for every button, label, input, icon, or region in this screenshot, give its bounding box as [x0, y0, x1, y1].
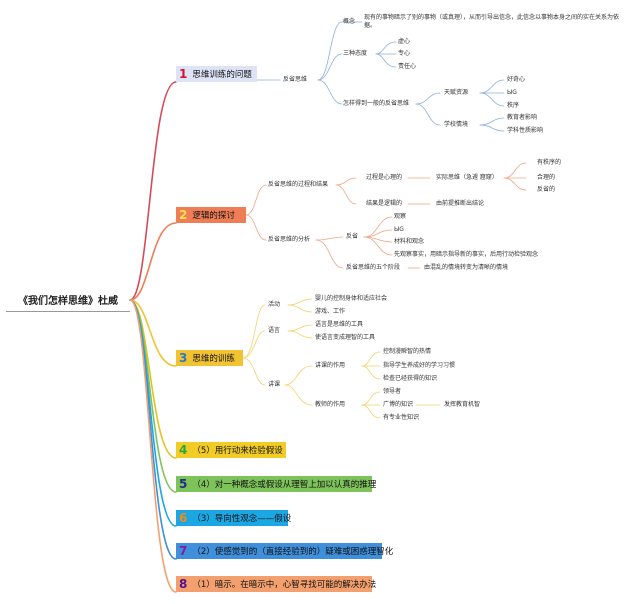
node-hg[interactable]: ЫG	[507, 89, 517, 96]
topic-number: 4	[179, 443, 188, 457]
node-leader[interactable]: 领导者	[383, 388, 402, 395]
node-education-tact[interactable]: 发挥教育机智	[444, 401, 481, 408]
topic-number: 2	[179, 208, 188, 222]
topic-number: 3	[179, 351, 188, 365]
node-control-enthusiasm[interactable]: 控制漫瞬智的热情	[383, 348, 432, 355]
node-analysis[interactable]: 反省思维的分析	[268, 236, 311, 243]
topic-label: （2）使感觉到的（直接经验到的）疑难或困惑理智化	[192, 547, 394, 557]
node-language-tool[interactable]: 语言是思维的工具	[315, 321, 364, 328]
node-process-result[interactable]: 反省思维的过程和结果	[268, 181, 329, 188]
node-educator-influence[interactable]: 教育者影响	[507, 114, 538, 121]
topic-4[interactable]: 4 （5）用行动来检验假设	[176, 442, 286, 458]
node-reflective[interactable]: 反省的	[537, 186, 556, 193]
node-language-intellect[interactable]: 使语言变成理智的工具	[315, 334, 376, 341]
node-psychological[interactable]: 过程是心理的	[366, 174, 403, 181]
node-order[interactable]: 秩序	[507, 102, 520, 109]
node-observe-facts[interactable]: 先观察事实，用暗示指导新的事实，后用行动检验观念	[394, 251, 539, 258]
node-how-to-get[interactable]: 怎样得到一般的反省思维	[343, 100, 410, 107]
node-reasonable[interactable]: 合理的	[537, 174, 556, 181]
topic-label: （5）用行动来检验假设	[192, 446, 283, 456]
topic-label: 逻辑的探讨	[192, 211, 235, 221]
topic-number: 7	[179, 544, 188, 558]
node-concept[interactable]: 概念	[343, 18, 356, 25]
node-broad-knowledge[interactable]: 广博的知识	[383, 401, 414, 408]
topic-8[interactable]: 8 （1）暗示。在暗示中，心智寻找可能的解决办法	[176, 576, 376, 592]
node-check-knowledge[interactable]: 检查已经获得的知识	[383, 375, 438, 382]
topic-number: 5	[179, 477, 188, 491]
node-infant-control[interactable]: 婴儿的控制身体和适应社会	[315, 295, 388, 302]
topic-label: （4）对一种概念或假设从理智上加以认真的推理	[192, 480, 377, 490]
topic-5[interactable]: 5 （4）对一种概念或假设从理智上加以认真的推理	[176, 476, 376, 492]
node-conclusion[interactable]: 由前提推断出结论	[436, 200, 485, 207]
topic-label: 思维的训练	[192, 354, 235, 364]
node-observe[interactable]: 观察	[394, 213, 407, 220]
topic-number: 8	[179, 577, 188, 591]
topic-6[interactable]: 6 （3）导向性观念——假设	[176, 510, 292, 526]
topic-7[interactable]: 7 （2）使感觉到的（直接经验到的）疑难或困惑理智化	[176, 543, 393, 559]
node-reflect[interactable]: 反省	[346, 233, 359, 240]
node-play-work[interactable]: 游戏、工作	[315, 308, 346, 315]
node-focus[interactable]: 专心	[398, 50, 411, 57]
topic-label: （3）导向性观念——假设	[192, 514, 292, 524]
node-orderly[interactable]: 有秩序的	[537, 159, 562, 166]
node-five-stages[interactable]: 反省思维的五个阶段	[346, 264, 401, 271]
node-teacher-role[interactable]: 教师的作用	[315, 401, 346, 408]
node-three-attitudes[interactable]: 三种态度	[343, 50, 368, 57]
topic-3[interactable]: 3 思维的训练	[176, 350, 243, 366]
node-concept-desc[interactable]: 现有的事物暗示了别的事物（或真理），从而引导出信念，此信念以事物本身之间的实在关…	[364, 14, 620, 29]
node-actual-thinking[interactable]: 实际思维（急遽 窟窿）	[436, 174, 498, 181]
node-professional-knowledge[interactable]: 有专业性知识	[383, 414, 420, 421]
node-subject-influence[interactable]: 学科性质影响	[507, 127, 544, 134]
node-lecture-role[interactable]: 讲课的作用	[315, 362, 346, 369]
node-natural-resources[interactable]: 天赋资源	[444, 89, 469, 96]
root-topic: 《我们怎样思维》杜威	[6, 293, 130, 312]
topic-number: 6	[179, 511, 188, 525]
node-hg-2[interactable]: ЫG	[394, 226, 404, 233]
node-language[interactable]: 语言	[268, 327, 281, 334]
topic-2[interactable]: 2 逻辑的探讨	[176, 207, 246, 223]
node-school-context[interactable]: 学校情境	[444, 121, 469, 128]
topic-1[interactable]: 1 思维训练的问题	[176, 66, 257, 82]
node-reflective-thinking[interactable]: 反省思维	[283, 76, 308, 83]
topic-label: 思维训练的问题	[192, 70, 252, 80]
node-logical-result[interactable]: 结果是逻辑的	[366, 200, 403, 207]
topic-number: 1	[179, 67, 188, 81]
node-materials-ideas[interactable]: 材料和观念	[394, 238, 425, 245]
node-guide-habits[interactable]: 指导学生养成好的学习习惯	[383, 362, 456, 369]
node-activity[interactable]: 活动	[268, 301, 281, 308]
node-curiosity[interactable]: 好奇心	[507, 76, 526, 83]
node-five-stages-desc[interactable]: 由混乱的情境转变为清晰的情境	[424, 264, 509, 271]
node-responsibility[interactable]: 责任心	[398, 63, 417, 70]
topic-label: （1）暗示。在暗示中，心智寻找可能的解决办法	[192, 580, 377, 590]
node-open-mind[interactable]: 虚心	[398, 38, 411, 45]
node-lecture[interactable]: 讲课	[268, 381, 281, 388]
